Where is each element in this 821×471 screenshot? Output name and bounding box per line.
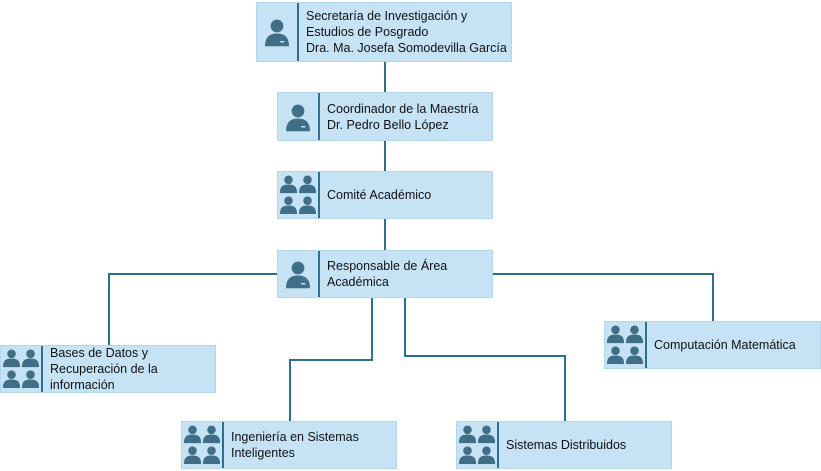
group-icon (606, 325, 644, 364)
connector-responsable-bases-datos (108, 273, 277, 345)
node-label-line: Computación Matemática (654, 338, 796, 352)
node-label-line: Recuperación de la (50, 362, 158, 376)
node-label: Comité Académico (320, 187, 435, 203)
node-label: Responsable de Área Académica (320, 258, 451, 290)
node-label: Sistemas Distribuidos (499, 437, 630, 453)
group-icon (183, 425, 221, 464)
connector-responsable-computacion (493, 273, 714, 321)
person-icon (286, 261, 310, 289)
node-label: Bases de Datos y Recuperación de la info… (43, 345, 162, 393)
group-icon (2, 349, 40, 388)
node-bases-datos: Bases de Datos y Recuperación de la info… (0, 345, 216, 393)
node-computacion: Computación Matemática (604, 321, 821, 369)
person-icon (286, 104, 310, 131)
node-label: Computación Matemática (647, 337, 800, 353)
node-comite: Comité Académico (277, 171, 493, 219)
node-label-line: Secretaría de Investigación y (306, 9, 468, 23)
node-label-line: Sistemas Distribuidos (506, 438, 627, 452)
node-distribuidos: Sistemas Distribuidos (456, 421, 672, 469)
node-secretaria: Secretaría de Investigación y Estudios d… (256, 2, 512, 62)
node-coordinador: Coordinador de la Maestría Dr. Pedro Bel… (277, 92, 493, 141)
person-icon (265, 19, 289, 47)
node-label: Coordinador de la Maestría Dr. Pedro Bel… (320, 101, 482, 133)
node-label: Ingeniería en Sistemas Inteligentes (224, 429, 363, 461)
node-label-line: Estudios de Posgrado (306, 25, 429, 39)
node-label-line: Inteligentes (231, 446, 295, 460)
node-label-line: Responsable de Área (327, 259, 448, 273)
node-label-line: Dr. Pedro Bello López (327, 117, 449, 132)
node-label-line: Coordinador de la Maestría (327, 101, 479, 116)
node-label-line: Académica (327, 275, 389, 289)
connector-responsable-distribuidos (404, 298, 566, 421)
connector-responsable-ingenieria (289, 298, 373, 421)
node-label-line: Ingeniería en Sistemas (231, 430, 359, 444)
node-label: Secretaría de Investigación y Estudios d… (299, 8, 511, 56)
node-ingenieria: Ingeniería en Sistemas Inteligentes (181, 421, 397, 469)
node-label-line: información (50, 378, 115, 392)
group-icon (279, 175, 317, 214)
node-responsable: Responsable de Área Académica (277, 250, 493, 298)
node-label-line: Bases de Datos y (50, 346, 148, 360)
node-label-line: Comité Académico (327, 188, 432, 202)
group-icon (458, 425, 496, 464)
node-label-line: Dra. Ma. Josefa Somodevilla García (306, 41, 507, 55)
